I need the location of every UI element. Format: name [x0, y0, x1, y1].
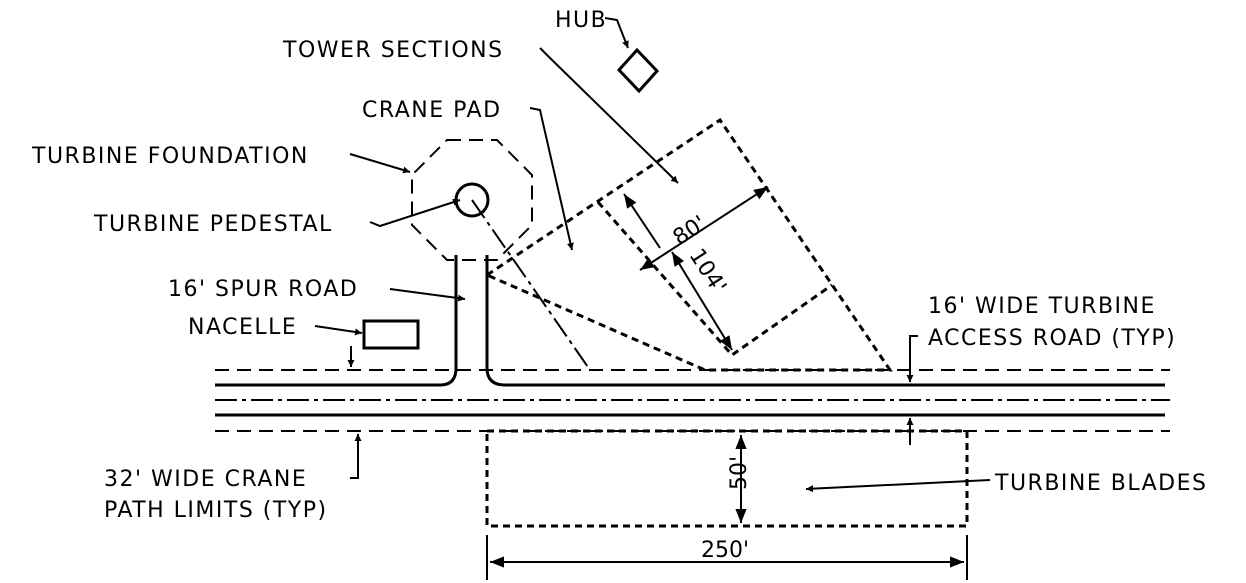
- label-hub: HUB: [555, 8, 607, 33]
- dimension-text-50: 50': [727, 456, 752, 490]
- road-edge-top-right: [485, 255, 1165, 387]
- turbine-blades-area: [485, 429, 969, 528]
- leader-crane-path: [350, 434, 362, 479]
- label-nacelle: NACELLE: [188, 315, 297, 340]
- leader-access-road-top: [906, 335, 918, 382]
- turbine-foundation-octagon: [411, 139, 533, 261]
- leader-nacelle: [314, 325, 363, 336]
- label-crane-pad: CRANE PAD: [362, 98, 502, 123]
- hub-rectangle: [616, 47, 660, 94]
- leader-hub: [604, 17, 629, 49]
- road-edge-top-left: [215, 255, 458, 387]
- label-crane-path-line2: PATH LIMITS (TYP): [104, 498, 328, 523]
- access-road: [215, 255, 1170, 432]
- dimension-text-250: 250': [701, 538, 749, 563]
- crane-pad-centerline: [471, 199, 591, 371]
- dimension-line-104: [671, 251, 733, 351]
- leader-tower-sections: [539, 47, 679, 184]
- leader-turbine-foundation: [349, 153, 411, 174]
- leader-crane-pad: [529, 107, 574, 251]
- dimension-text-104: 104': [684, 244, 731, 298]
- dimension-extension-80: [623, 193, 661, 249]
- label-turbine-pedestal: TURBINE PEDESTAL: [93, 212, 333, 237]
- label-tower-sections: TOWER SECTIONS: [282, 38, 504, 63]
- label-crane-path-line1: 32' WIDE CRANE: [104, 467, 307, 492]
- label-access-road-line2: ACCESS ROAD (TYP): [928, 326, 1176, 351]
- label-access-road-line1: 16' WIDE TURBINE: [928, 294, 1156, 319]
- nacelle-rectangle: [362, 319, 420, 350]
- dimension-line-80: [639, 186, 769, 271]
- leader-turbine-pedestal: [369, 198, 461, 228]
- crane-pad-outline: [483, 117, 893, 372]
- label-spur-road: 16' SPUR ROAD: [168, 277, 358, 302]
- leader-turbine-blades: [805, 479, 991, 493]
- label-turbine-blades: TURBINE BLADES: [994, 471, 1207, 496]
- leader-spur-road: [389, 288, 466, 302]
- label-turbine-foundation: TURBINE FOUNDATION: [31, 144, 309, 169]
